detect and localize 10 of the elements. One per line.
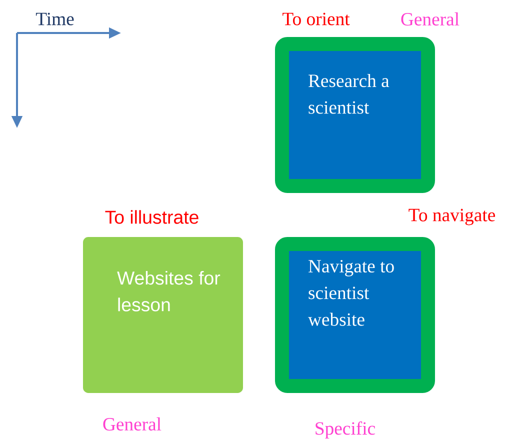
process-box: Websites for lesson bbox=[83, 237, 243, 393]
beside-label: To navigate bbox=[408, 208, 496, 226]
process-box: Research a scientist bbox=[275, 37, 435, 193]
process-box: Navigate to scientist website bbox=[275, 237, 435, 393]
beside-label: General bbox=[103, 417, 162, 431]
beside-label: To illustrate bbox=[105, 210, 198, 224]
beside-label: Specific bbox=[316, 421, 376, 439]
axis-label: Time bbox=[36, 12, 74, 26]
beside-label: General bbox=[401, 12, 460, 26]
beside-label: To orient bbox=[282, 12, 350, 26]
